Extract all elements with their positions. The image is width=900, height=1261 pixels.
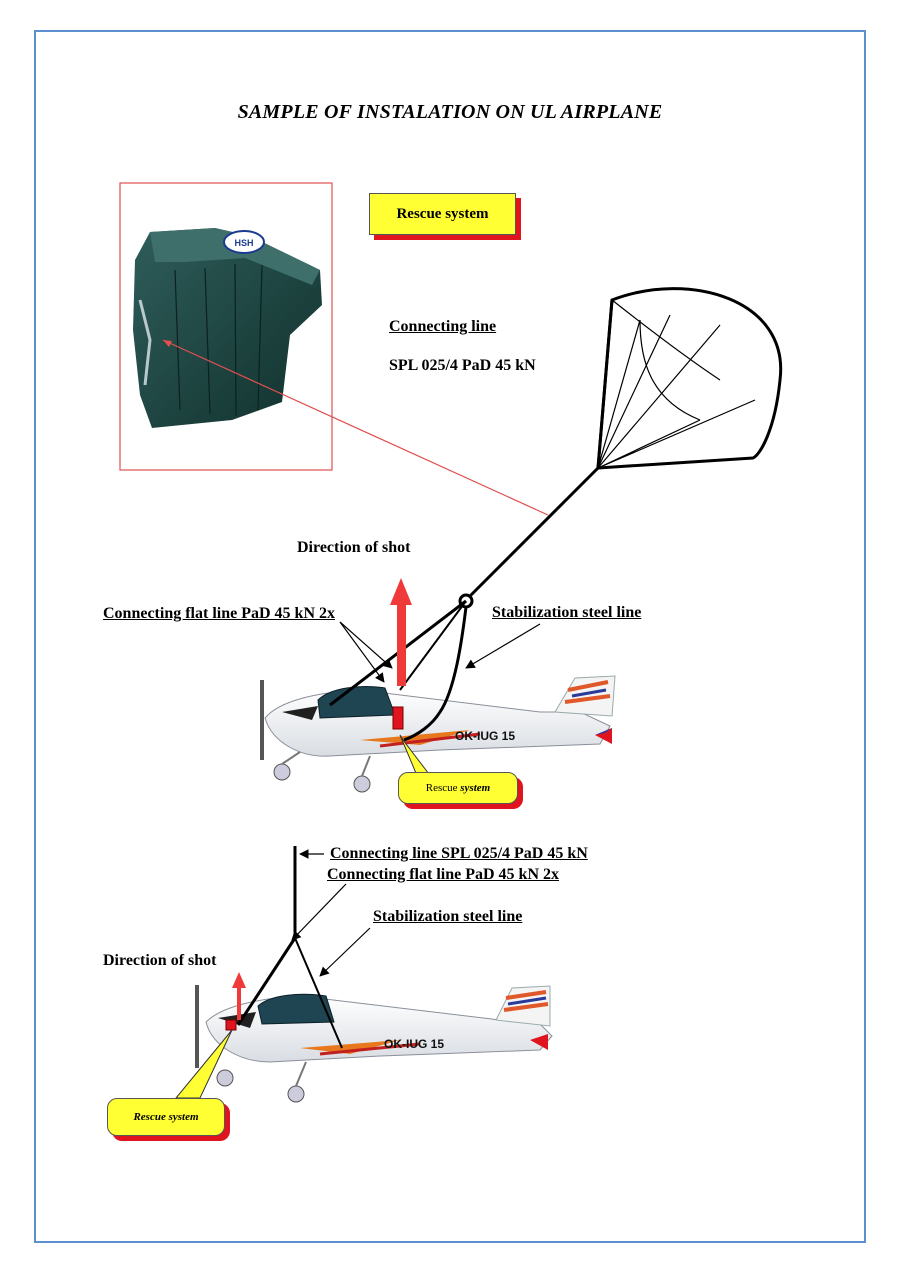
callout-top-suffix: system xyxy=(460,782,491,794)
bag-logo: HSH xyxy=(234,238,253,248)
rescue-system-label-box: Rescue system xyxy=(369,193,516,235)
registration-top: OK-IUG 15 xyxy=(455,729,515,743)
stabilization-label-top: Stabilization steel line xyxy=(492,604,642,621)
direction-arrow-top xyxy=(390,578,412,686)
leader-steel-bottom xyxy=(319,927,371,977)
connecting-line-label: Connecting line xyxy=(389,318,497,335)
flat-line-label-bottom: Connecting flat line PaD 45 kN 2x xyxy=(327,866,559,883)
direction-of-shot-bottom: Direction of shot xyxy=(103,952,217,969)
page-border xyxy=(34,30,866,1243)
steel-line-bottom xyxy=(294,937,343,1049)
callout-pointer-bottom xyxy=(174,1029,233,1099)
registration-bottom: OK-IUG 15 xyxy=(384,1037,444,1051)
connecting-line-label-bottom: Connecting line SPL 025/4 PaD 45 kN xyxy=(330,845,588,862)
direction-of-shot-top: Direction of shot xyxy=(297,539,411,556)
rescue-system-callout-top: Rescue system xyxy=(398,772,518,804)
rescue-bag-photo xyxy=(119,182,333,471)
airplane-bottom xyxy=(195,985,553,1103)
parachute-canopy xyxy=(596,287,783,470)
leader-steel-top xyxy=(465,623,541,669)
leader-flat-top-1 xyxy=(339,621,393,669)
rescue-system-callout-bottom: Rescue system xyxy=(107,1098,225,1136)
flat-line-label-top: Connecting flat line PaD 45 kN 2x xyxy=(103,605,335,622)
connecting-line-top xyxy=(464,466,600,602)
flat-line-top-b xyxy=(399,600,467,691)
direction-arrow-bottom xyxy=(232,972,246,1020)
callout-top-prefix: Rescue xyxy=(425,782,458,794)
flat-line-bottom xyxy=(236,937,297,1026)
steel-line-top xyxy=(403,606,468,742)
page-title: SAMPLE OF INSTALATION ON UL AIRPLANE xyxy=(237,101,663,123)
airplane-top xyxy=(260,675,616,793)
leader-flat-top-2 xyxy=(339,621,385,683)
leader-flat-bottom xyxy=(291,883,347,941)
connecting-line-spec: SPL 025/4 PaD 45 kN xyxy=(389,357,536,374)
stabilization-label-bottom: Stabilization steel line xyxy=(373,908,523,925)
bag-pointer-line xyxy=(162,339,549,516)
